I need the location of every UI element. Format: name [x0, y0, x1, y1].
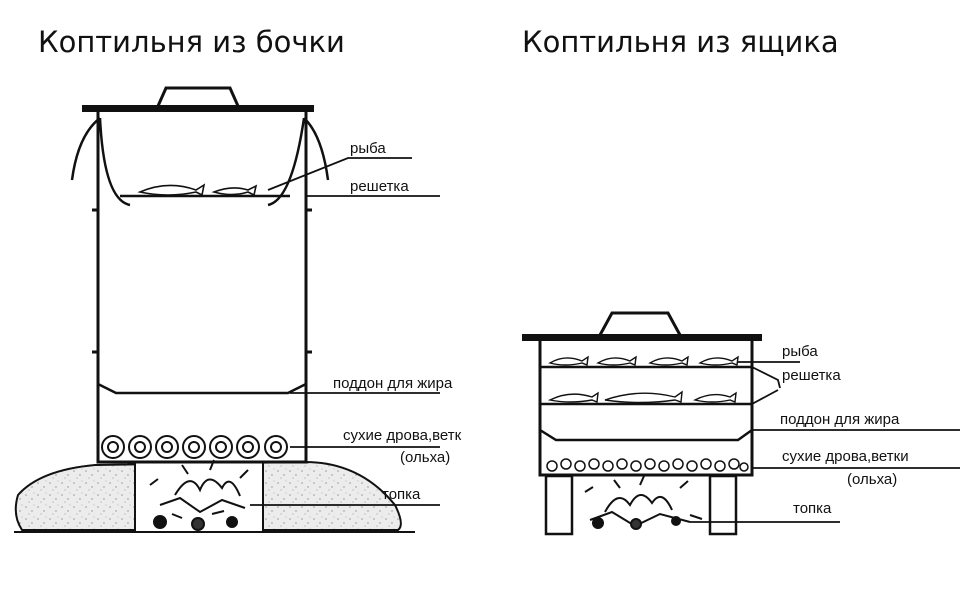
- barrel-leader-lines: [250, 157, 440, 506]
- box-label-wood: сухие дрова,ветки: [782, 448, 909, 465]
- barrel-fish-icon: [137, 183, 258, 197]
- box-label-fish: рыба: [782, 343, 818, 360]
- box-leader-lines: [690, 361, 960, 523]
- barrel-label-fish: рыба: [350, 140, 386, 157]
- box-fire-icon: [584, 475, 703, 530]
- barrel-label-fat-tray: поддон для жира: [333, 375, 453, 392]
- box-leg-right: [708, 474, 738, 536]
- box-leg-left: [544, 474, 574, 536]
- barrel-lid-handle: [156, 86, 240, 107]
- barrel-label-firebox: топка: [382, 486, 421, 503]
- box-body: [538, 341, 754, 477]
- box-smokehouse-title: Коптильня из ящика: [522, 25, 839, 59]
- box-fish-icon: [547, 355, 739, 404]
- barrel-logs: [101, 435, 288, 459]
- box-label-alder: (ольха): [847, 471, 897, 488]
- barrel-label-alder: (ольха): [400, 449, 450, 466]
- barrel-smokehouse-title: Коптильня из бочки: [38, 25, 345, 59]
- box-label-firebox: топка: [793, 500, 832, 517]
- barrel-fat-tray: [97, 382, 307, 395]
- barrel-smokehouse: рыба решетка поддон для жира сухие дрова…: [14, 86, 462, 533]
- barrel-label-wood: сухие дрова,ветк: [343, 427, 462, 444]
- box-label-grate: решетка: [782, 367, 841, 384]
- barrel-lid: [82, 105, 314, 112]
- barrel-body: [96, 112, 308, 464]
- box-smokehouse: рыба решетка поддон для жира сухие дрова…: [522, 311, 960, 536]
- barrel-fire-icon: [149, 459, 249, 531]
- box-label-fat-tray: поддон для жира: [780, 411, 900, 428]
- barrel-firebox: [134, 459, 264, 532]
- box-lid: [522, 334, 762, 341]
- box-wood-chips: [546, 458, 749, 472]
- box-fat-tray: [539, 428, 753, 442]
- barrel-label-grate: решетка: [350, 178, 409, 195]
- box-lid-handle: [598, 311, 682, 336]
